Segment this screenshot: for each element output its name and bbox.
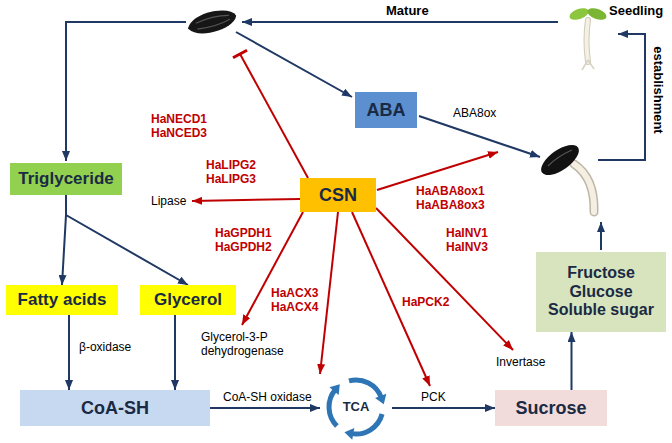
seed-illustration (185, 6, 239, 38)
seed-to-aba-arrow (236, 32, 352, 97)
metabolite-box: Fatty acids (6, 285, 118, 315)
sugar-to-seed-arrow (600, 222, 602, 250)
gene-label: HaABA8ox1 HaABA8ox3 (415, 184, 486, 212)
node-title: Glycerol (154, 290, 222, 310)
metabolite-box: Triglyceride (10, 163, 122, 195)
mature-arrow (242, 21, 558, 23)
node-title: Triglyceride (18, 169, 113, 189)
metabolite-box: CoA-SH (20, 390, 210, 426)
enzyme-label: ABA8ox (452, 106, 497, 120)
regulation-arrow (376, 208, 513, 350)
stage-label: Mature (385, 4, 430, 18)
cycle-arc (329, 390, 337, 426)
regulation-arrow (320, 212, 338, 374)
flow-connector (210, 407, 320, 409)
cycle-arc (349, 380, 381, 398)
metabolite-box: Sucrose (495, 390, 607, 426)
hormone-box: ABA (355, 92, 417, 128)
regulation-arrow (192, 199, 300, 201)
flow-connector (392, 407, 495, 409)
establishment-arrow (598, 34, 645, 160)
flow-connector (68, 315, 70, 390)
stage-label: Seedling (608, 4, 664, 18)
node-title: CoA-SH (81, 398, 149, 419)
enzyme-label: Glycerol-3-P dehydrogenase (200, 330, 302, 358)
regulator-box: CSN (300, 178, 376, 212)
cycle-arrowhead (344, 428, 354, 440)
node-title: TCA (343, 400, 370, 415)
node-title: Fatty acids (18, 290, 107, 310)
flow-connector (571, 332, 573, 390)
germinating-seed-illustration (536, 139, 594, 212)
cycle-arc (351, 414, 382, 434)
cycle-arrowhead (329, 384, 339, 395)
node-title: CSN (319, 185, 357, 206)
flow-arrows (66, 22, 645, 250)
node-title: Sucrose (515, 398, 586, 419)
inhibition-bar (233, 50, 247, 58)
gene-label: HaPCK2 (401, 295, 450, 309)
gene-label: HaNECD1 HaNCED3 (150, 112, 208, 140)
node-title: Fructose Glucose Soluble sugar (544, 264, 658, 319)
sugar-box: Fructose Glucose Soluble sugar (536, 252, 666, 332)
stage-label: establishment (651, 45, 665, 134)
node-title: ABA (367, 100, 406, 121)
enzyme-label: Invertase (495, 355, 546, 369)
seed-to-triglyceride-arrow (66, 22, 186, 161)
enzyme-label: Lipase (150, 194, 187, 208)
cycle-node: TCA (320, 374, 392, 440)
metabolite-box: Glycerol (140, 285, 236, 315)
cycle-arrowhead (375, 394, 386, 405)
regulation-arrows (192, 50, 513, 386)
gene-label: HaLIPG2 HaLIPG3 (205, 158, 257, 186)
gene-label: HaACX3 HaACX4 (270, 286, 319, 314)
enzyme-label: β-oxidase (78, 340, 132, 354)
enzyme-label: PCK (420, 390, 447, 404)
enzyme-label: CoA-SH oxidase (222, 390, 313, 404)
flow-connector (66, 195, 188, 285)
aba-to-seed-arrow (419, 116, 540, 157)
gene-label: HaINV1 HaINV3 (445, 226, 489, 254)
seedling-illustration (568, 6, 608, 70)
gene-label: HaGPDH1 HaGPDH2 (214, 226, 273, 254)
flow-connector (174, 315, 176, 390)
